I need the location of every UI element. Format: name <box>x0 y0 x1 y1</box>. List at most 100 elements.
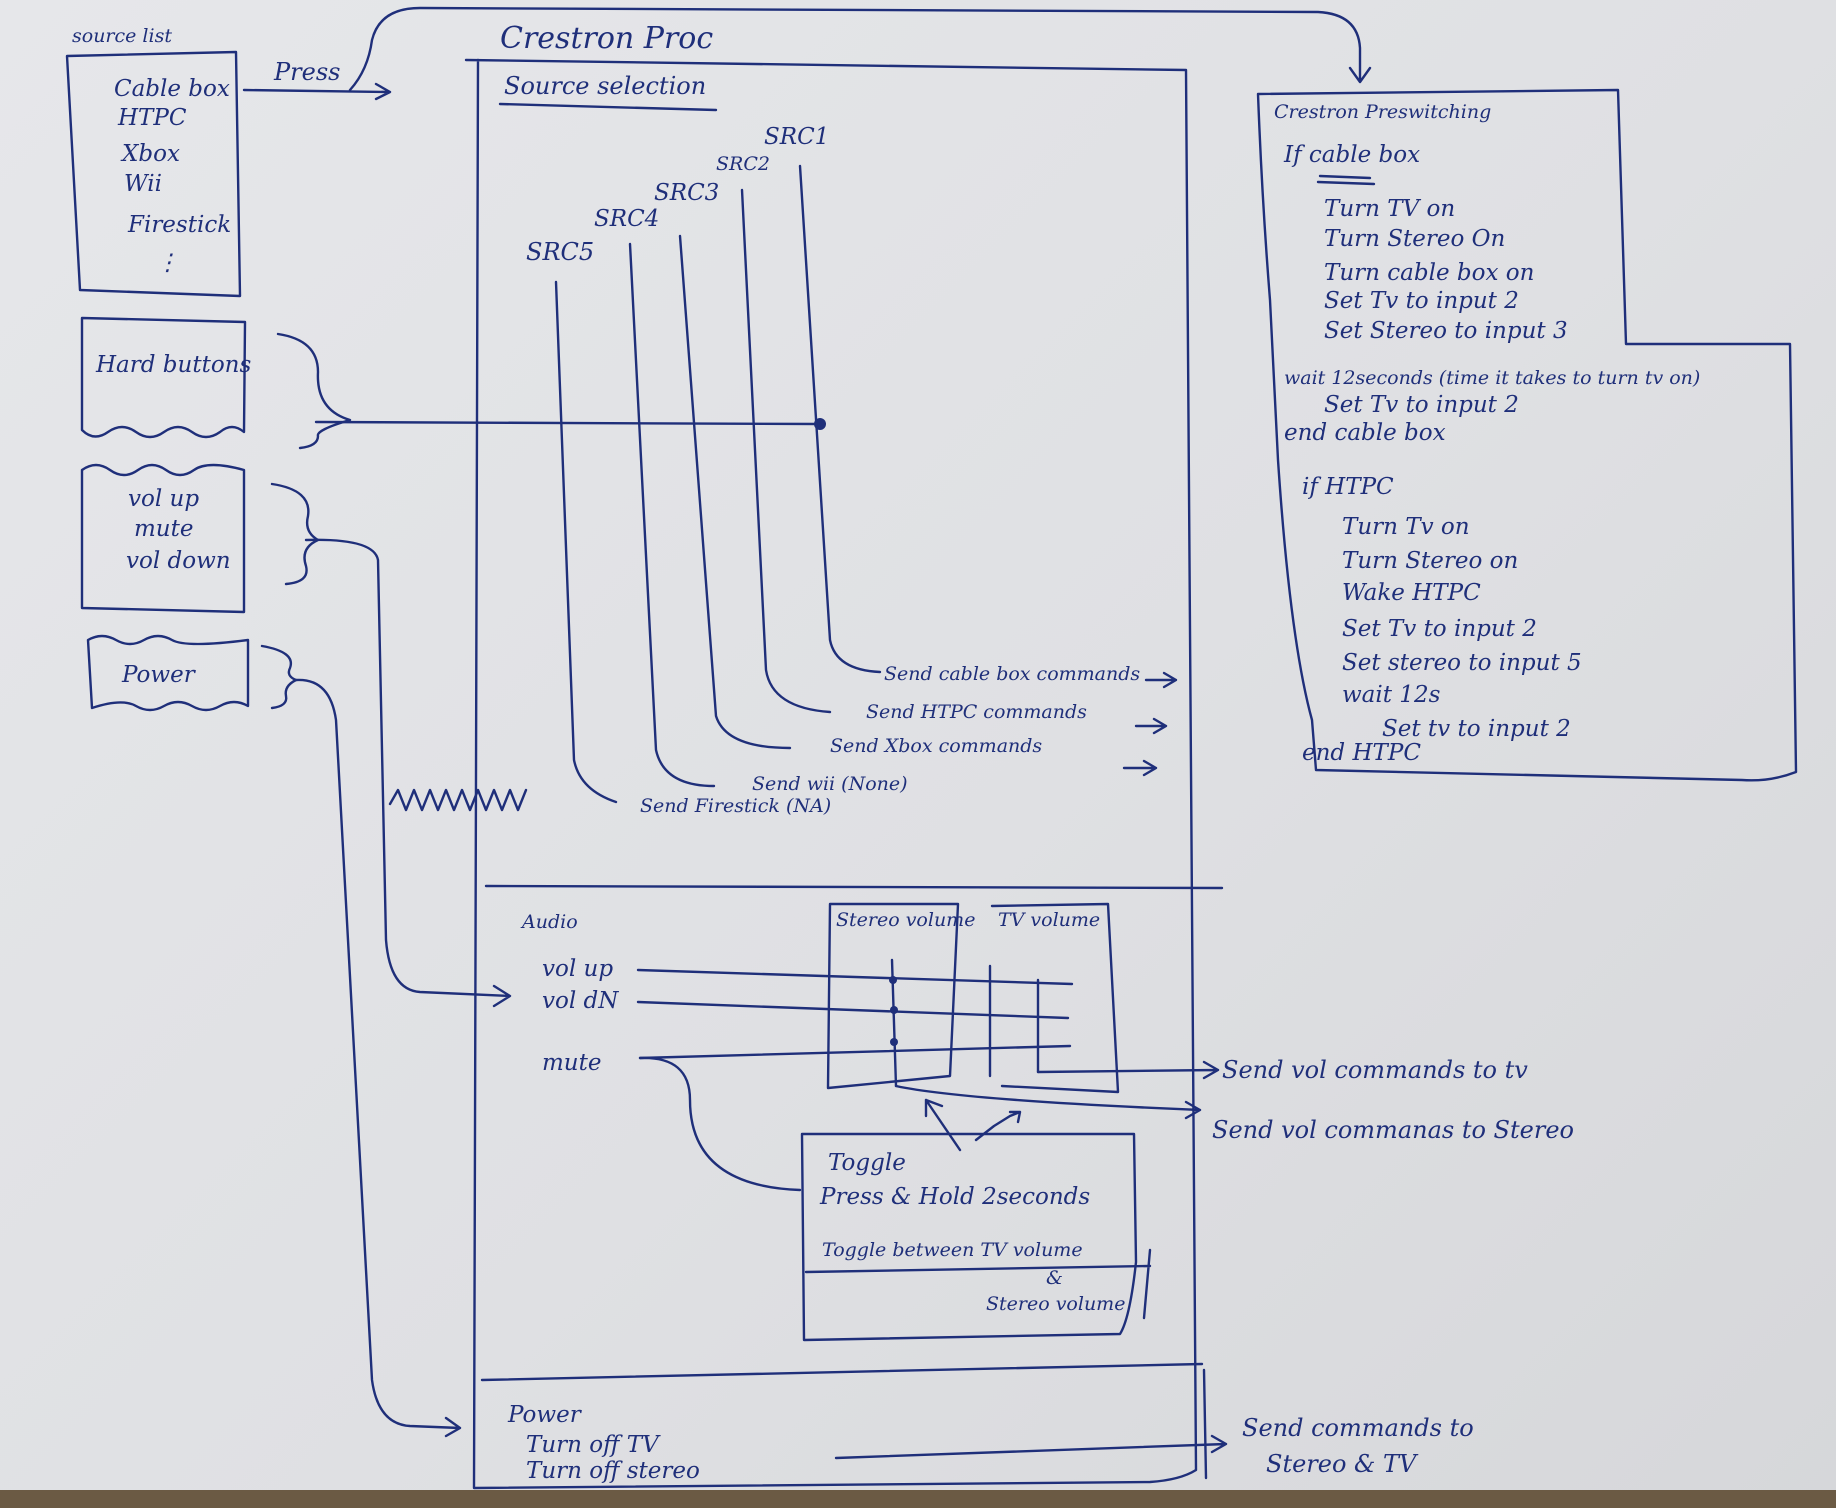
preswitching-line: Set Stereo to input 3 <box>1324 318 1568 344</box>
source-item-more: ⋮ <box>156 250 179 276</box>
audio-vol-dn-label: vol dN <box>542 988 619 1014</box>
source-item-htpc: HTPC <box>117 105 187 131</box>
src4-line <box>628 242 716 788</box>
power-button-box <box>86 634 250 712</box>
preswitching-line: wait 12seconds (time it takes to turn tv… <box>1284 367 1700 389</box>
preswitching-line: Turn Tv on <box>1342 514 1470 540</box>
src3-line <box>678 234 792 750</box>
wire-crossover-squiggle <box>388 788 528 812</box>
hard-buttons-box <box>80 316 247 439</box>
src4-label: SRC4 <box>594 206 659 232</box>
preswitching-line: wait 12s <box>1342 682 1441 708</box>
press-arrow <box>242 82 392 101</box>
source-selection-section: Source selection SRC1 SRC2 SRC3 SRC4 SRC… <box>498 72 1178 817</box>
hard-buttons-brace <box>276 332 352 450</box>
source-selection-heading: Source selection <box>504 72 706 100</box>
stereo-output-line: Send vol commanas to Stereo <box>1212 1116 1574 1144</box>
toggle-description-line1: Toggle between TV volume <box>822 1239 1083 1261</box>
power-button-label: Power <box>121 662 197 688</box>
power-button-group: Power <box>86 634 298 712</box>
toggle-to-tv-arrow <box>974 1110 1022 1142</box>
stereo-volume-output-arrow <box>894 1084 1202 1120</box>
mute-wire <box>638 1044 1072 1060</box>
press-connector: Press <box>242 6 1372 101</box>
toggle-divider <box>804 1248 1152 1320</box>
send-firestick-commands: Send Firestick (NA) <box>640 795 831 817</box>
htpc-command-arrow <box>1134 717 1168 735</box>
toggle-condition: Press & Hold 2seconds <box>819 1184 1090 1210</box>
send-cable-box-commands: Send cable box commands <box>884 663 1140 685</box>
volume-buttons-box <box>80 463 246 614</box>
vol-dn-wire <box>636 1000 1070 1020</box>
preswitching-title: Crestron Preswitching <box>1274 101 1491 123</box>
power-heading: Power <box>507 1402 583 1428</box>
tv-output-line1: Send vol commands to tv <box>1222 1056 1528 1084</box>
preswitching-line: if HTPC <box>1302 474 1394 500</box>
src1-label: SRC1 <box>764 124 829 150</box>
xbox-command-arrow <box>1122 759 1158 777</box>
table-edge <box>0 1490 1836 1508</box>
src1-line <box>798 164 882 674</box>
preswitching-line: Turn TV on <box>1324 196 1455 222</box>
mute-to-toggle-wire <box>638 1056 802 1192</box>
crestron-proc-title: Crestron Proc <box>500 21 713 56</box>
preswitching-line: If cable box <box>1283 142 1420 168</box>
tv-volume-label: TV volume <box>998 909 1100 931</box>
src3-label: SRC3 <box>654 180 719 206</box>
source-item-firestick: Firestick <box>127 212 231 238</box>
power-section-right-edge <box>1202 1368 1208 1480</box>
preswitching-line: Turn Stereo on <box>1342 548 1518 574</box>
source-selection-underline <box>498 102 718 112</box>
toggle-description-line2: Stereo volume <box>986 1293 1125 1315</box>
power-output-line2: Stereo & TV <box>1266 1450 1419 1478</box>
send-wii-commands: Send wii (None) <box>752 773 908 795</box>
source-item-wii: Wii <box>124 171 162 197</box>
preswitching-line: Turn Stereo On <box>1324 226 1505 252</box>
audio-heading: Audio <box>520 911 578 933</box>
press-label: Press <box>273 58 340 86</box>
volume-buttons-brace <box>270 482 320 586</box>
mute-button-label: mute <box>134 516 193 542</box>
source-list-panel: source list Cable box HTPC Xbox Wii Fire… <box>65 25 242 298</box>
source-item-xbox: Xbox <box>120 141 180 167</box>
preswitching-line: Set Tv to input 2 <box>1324 392 1519 418</box>
src2-line <box>740 188 832 714</box>
preswitching-outline <box>1256 88 1798 782</box>
hard-buttons-group: Hard buttons <box>80 316 352 450</box>
power-output-arrow <box>834 1434 1228 1460</box>
power-wire <box>294 678 462 1438</box>
src5-line <box>554 280 618 804</box>
crestron-proc-outline <box>464 58 1198 1490</box>
vol-down-button-label: vol down <box>126 548 231 574</box>
vol-up-button-label: vol up <box>128 486 199 512</box>
volume-wire <box>304 538 512 1008</box>
stereo-vol-up-junction <box>889 976 897 984</box>
send-xbox-commands: Send Xbox commands <box>830 735 1042 757</box>
preswitching-line: end cable box <box>1284 420 1446 446</box>
audio-vol-up-label: vol up <box>542 956 613 982</box>
preswitching-line: Wake HTPC <box>1342 580 1481 606</box>
tv-volume-box <box>990 902 1120 1094</box>
preswitching-line: Set Tv to input 2 <box>1324 288 1519 314</box>
preswitching-line: Turn cable box on <box>1324 260 1534 286</box>
toggle-title: Toggle <box>828 1150 906 1176</box>
stereo-volume-box <box>826 902 960 1090</box>
power-button-brace <box>260 644 298 710</box>
source-audio-divider <box>484 884 1224 890</box>
cable-box-command-arrow <box>1144 671 1178 689</box>
stereo-volume-label: Stereo volume <box>836 909 975 931</box>
stereo-mute-junction <box>890 1038 898 1046</box>
toggle-to-stereo-arrow <box>924 1098 962 1152</box>
stereo-vol-dn-junction <box>890 1006 898 1014</box>
volume-buttons-group: vol up mute vol down <box>80 463 320 614</box>
src5-label: SRC5 <box>526 238 594 266</box>
hard-buttons-label: Hard buttons <box>95 352 251 378</box>
audio-section: Audio vol up vol dN mute Stereo volume T… <box>520 902 1574 1342</box>
preswitching-line: Set stereo to input 5 <box>1342 650 1582 676</box>
vol-up-wire <box>636 968 1074 986</box>
toggle-box <box>800 1132 1138 1342</box>
